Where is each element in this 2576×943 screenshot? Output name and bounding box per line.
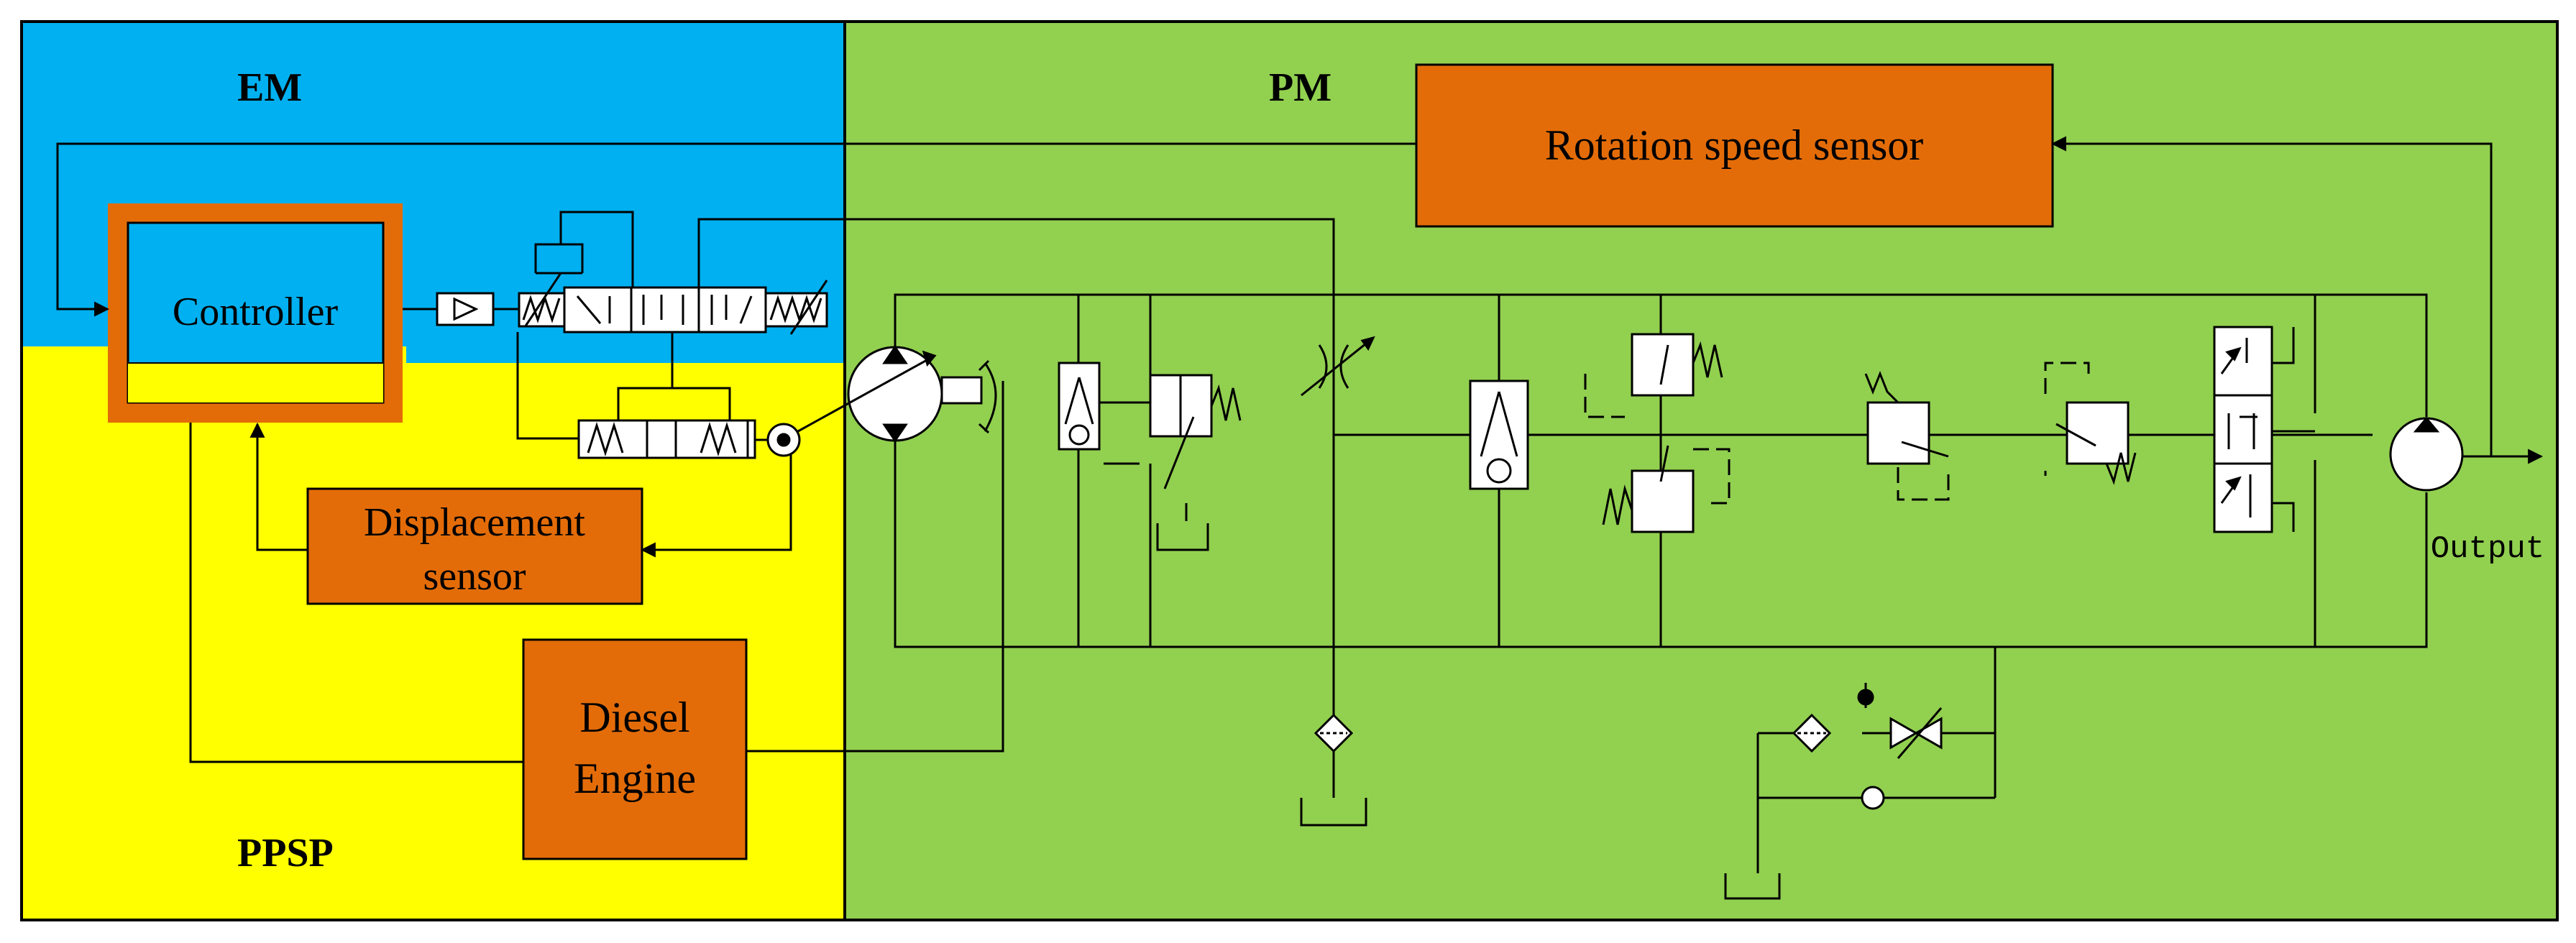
displacement-sensor-label-line1: Displacement [364,500,585,545]
diesel-engine-box [522,638,748,860]
displacement-sensor-box [306,487,643,605]
controller-block: Controller [108,203,403,423]
servo-valve-icon [2213,326,2315,533]
controller-lower-yellow [128,363,383,402]
em-label: EM [237,65,302,110]
controller-label: Controller [173,290,339,334]
amplifier-icon [436,292,519,326]
pm-label: PM [1269,65,1331,110]
servo-valve-icon [518,211,1335,719]
filter-icon [1300,713,1367,827]
lower-circuit [1724,647,1997,900]
rotation-speed-sensor-box [1415,63,2054,228]
check-valve-icon [1469,380,1529,490]
tank-icon [1156,523,1209,551]
ppsp-label: PPSP [237,831,334,875]
throttle-valve-icon [1301,336,1375,397]
diesel-engine-block: Diesel Engine [522,638,748,860]
relief-valve-icon [2044,362,2137,485]
displacement-sensor-block: Displacement sensor [306,487,643,605]
hydraulic-motor-icon [2389,416,2544,492]
output-label: Output [2431,531,2544,567]
relief-valve-icon [1584,333,1731,533]
hydraulic-pump-icon [797,345,997,443]
check-valve-icon [1058,362,1140,465]
rotation-speed-sensor-block: Rotation speed sensor [1415,63,2054,228]
relief-valve-icon [1864,370,1950,501]
relief-valve-icon [1149,374,1242,489]
region-backgrounds [20,20,2559,921]
diesel-engine-label-line1: Diesel [579,694,689,741]
servo-cylinder-icon [516,332,801,459]
displacement-sensor-label-line2: sensor [423,554,526,599]
rotation-speed-sensor-label: Rotation speed sensor [1545,121,1924,169]
diesel-engine-label-line2: Engine [574,755,696,802]
outer-border [20,20,2559,921]
